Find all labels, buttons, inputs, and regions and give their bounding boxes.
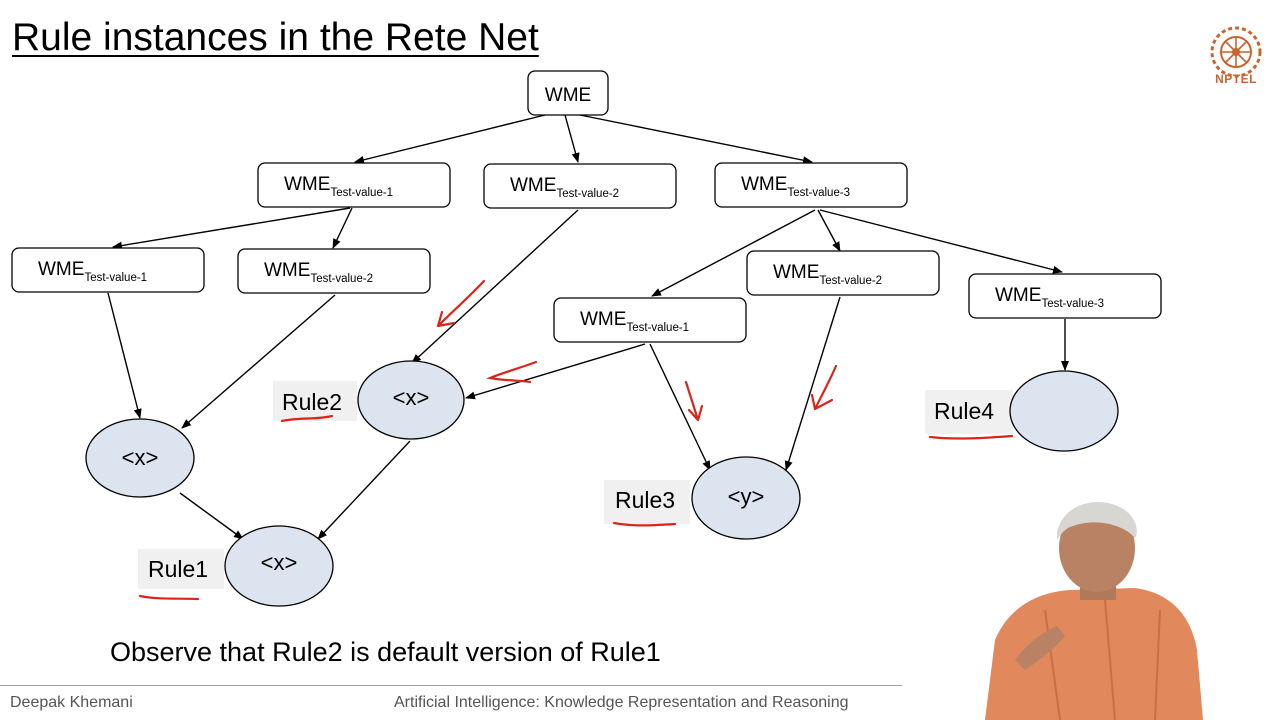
arrow-annotation <box>486 360 538 384</box>
svg-text:WMETest-value-3: WMETest-value-3 <box>741 174 850 199</box>
edge <box>784 296 841 471</box>
slide-title: Rule instances in the Rete Net <box>12 16 539 59</box>
edge <box>817 209 841 252</box>
node-label: <x> <box>261 550 298 575</box>
wme-box-sub: Test-value-1 <box>84 272 147 284</box>
edge <box>649 343 711 471</box>
annotations <box>138 279 1014 601</box>
node-ellipse <box>1009 370 1119 452</box>
rule1-label: Rule1 <box>148 556 208 582</box>
svg-text:WMETest-value-1: WMETest-value-1 <box>38 259 147 284</box>
edge <box>317 440 411 540</box>
svg-text:WMETest-value-3: WMETest-value-3 <box>995 285 1104 310</box>
edge <box>107 292 142 419</box>
rule2-label: Rule2 <box>282 389 342 415</box>
rule-label-bg <box>925 390 1013 434</box>
svg-text:WMETest-value-1: WMETest-value-1 <box>580 309 689 334</box>
observation-text: Observe that Rule2 is default version of… <box>110 637 661 667</box>
underline-annotation <box>280 414 334 423</box>
edge <box>819 209 1063 274</box>
nptel-logo-text: NPTEL <box>1215 72 1257 86</box>
edges <box>107 114 1069 540</box>
edge <box>579 114 813 165</box>
edge <box>332 207 353 249</box>
arrow-annotation <box>810 364 838 411</box>
edge <box>112 207 351 250</box>
rule-label-bg <box>604 480 690 524</box>
edge <box>465 343 646 400</box>
arrow-annotation <box>684 380 704 422</box>
footer-course: Artificial Intelligence: Knowledge Repre… <box>394 694 849 711</box>
wme-box-main: WME <box>995 285 1041 306</box>
edge <box>181 294 336 429</box>
edge <box>651 209 816 297</box>
underline-annotation <box>138 594 200 601</box>
wme-box-sub: Test-value-2 <box>819 275 882 287</box>
wme-box-sub: Test-value-1 <box>626 322 689 334</box>
wme-box-main: WME <box>38 259 84 280</box>
node-ellipse <box>85 418 195 498</box>
edge <box>564 114 580 163</box>
wme-box: WMETest-value-1 <box>553 297 747 343</box>
wme-box-main: WME <box>284 174 330 195</box>
wme-box-main: WME <box>510 175 556 196</box>
rule-label-bg <box>273 381 357 421</box>
svg-text:WMETest-value-2: WMETest-value-2 <box>264 260 373 285</box>
wme-root-box: WME <box>527 70 609 116</box>
rule-label-bg <box>138 549 224 589</box>
svg-text:WMETest-value-2: WMETest-value-2 <box>510 175 619 200</box>
wme-box-main: WME <box>580 309 626 330</box>
node-ellipse <box>691 456 801 540</box>
wme-box: WMETest-value-2 <box>237 248 431 294</box>
underline-annotation <box>928 434 1014 440</box>
wme-box: WMETest-value-2 <box>483 163 677 209</box>
footer-author: Deepak Khemani <box>10 694 133 711</box>
wme-box: WMETest-value-3 <box>714 162 908 208</box>
wme-box-main: WME <box>773 262 819 283</box>
wme-root-label: WME <box>545 85 591 106</box>
wme-box-main: WME <box>741 174 787 195</box>
wme-box: WMETest-value-3 <box>968 273 1162 319</box>
wme-box-sub: Test-value-3 <box>1041 298 1104 310</box>
edge <box>179 492 244 540</box>
wme-box-sub: Test-value-3 <box>787 187 850 199</box>
wme-box: WMETest-value-1 <box>257 162 451 208</box>
underline-annotation <box>612 521 677 527</box>
presenter-video-icon <box>985 502 1203 720</box>
node-label: <x> <box>393 385 430 410</box>
wme-box-sub: Test-value-2 <box>310 273 373 285</box>
arrow-annotation <box>436 279 486 328</box>
wme-box: WMETest-value-2 <box>746 250 940 296</box>
wme-box-sub: Test-value-2 <box>556 188 619 200</box>
wme-box-sub: Test-value-1 <box>330 187 393 199</box>
edge <box>354 114 546 164</box>
nptel-logo-icon <box>1210 26 1262 78</box>
svg-text:WMETest-value-2: WMETest-value-2 <box>773 262 882 287</box>
edge <box>411 209 579 364</box>
node-ellipse <box>357 360 465 440</box>
wme-box-main: WME <box>264 260 310 281</box>
rule3-label: Rule3 <box>615 487 675 513</box>
rule4-label: Rule4 <box>934 398 994 424</box>
node-label: <x> <box>122 445 159 470</box>
node-label: <y> <box>728 484 765 509</box>
svg-text:WMETest-value-1: WMETest-value-1 <box>284 174 393 199</box>
footer-divider <box>0 685 902 686</box>
node-ellipse <box>224 525 334 607</box>
wme-box: WMETest-value-1 <box>11 247 205 293</box>
